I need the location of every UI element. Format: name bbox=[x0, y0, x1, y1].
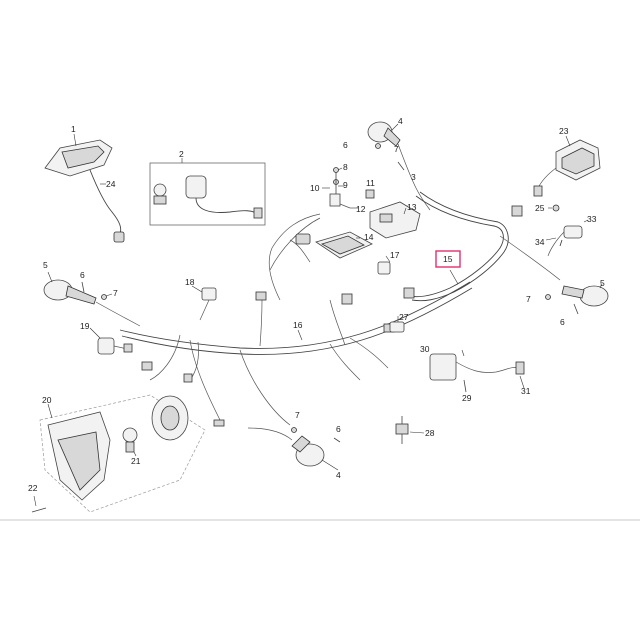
callout-3[interactable]: 3 bbox=[411, 172, 416, 182]
callout-15[interactable]: 15 bbox=[443, 254, 453, 264]
callout-16[interactable]: 16 bbox=[293, 320, 303, 330]
callout-23[interactable]: 23 bbox=[559, 126, 569, 136]
callout-9[interactable]: 9 bbox=[343, 180, 348, 190]
highlight-box bbox=[435, 250, 461, 268]
callout-6b[interactable]: 6 bbox=[80, 270, 85, 280]
callout-6c[interactable]: 6 bbox=[560, 317, 565, 327]
part-ecu[interactable] bbox=[369, 201, 421, 239]
part-turn-signal-rear-left[interactable] bbox=[247, 427, 341, 471]
callout-33[interactable]: 33 bbox=[587, 214, 597, 224]
part-instrument-cluster[interactable] bbox=[44, 133, 113, 177]
part-turn-signal-front-left[interactable] bbox=[43, 271, 141, 327]
part-connector-27[interactable] bbox=[389, 316, 405, 333]
callout-7c[interactable]: 7 bbox=[295, 410, 300, 420]
callout-7d[interactable]: 7 bbox=[394, 144, 399, 154]
part-fuse-holder[interactable] bbox=[268, 167, 375, 301]
callout-27[interactable]: 27 bbox=[399, 312, 409, 322]
callout-28[interactable]: 28 bbox=[425, 428, 435, 438]
part-sensor-28[interactable] bbox=[395, 416, 425, 444]
part-relay-17[interactable] bbox=[377, 255, 391, 275]
part-connector-18[interactable] bbox=[191, 285, 217, 321]
callout-6a[interactable]: 6 bbox=[343, 140, 348, 150]
part-flasher-relay[interactable] bbox=[89, 327, 133, 355]
callout-25[interactable]: 25 bbox=[535, 203, 545, 213]
part-bolt-25[interactable] bbox=[548, 204, 560, 212]
callout-18[interactable]: 18 bbox=[185, 277, 195, 287]
part-ignition-switch-box[interactable] bbox=[149, 158, 266, 226]
callout-34[interactable]: 34 bbox=[535, 237, 545, 247]
part-tail-light[interactable] bbox=[533, 135, 601, 197]
callout-6d[interactable]: 6 bbox=[336, 424, 341, 434]
callout-20[interactable]: 20 bbox=[42, 395, 52, 405]
callout-7b[interactable]: 7 bbox=[526, 294, 531, 304]
callout-30[interactable]: 30 bbox=[420, 344, 430, 354]
part-turn-signal-rear-right[interactable] bbox=[367, 121, 431, 211]
part-ignition-coil[interactable] bbox=[429, 349, 525, 393]
callout-1[interactable]: 1 bbox=[71, 124, 76, 134]
part-screw-left[interactable] bbox=[81, 281, 113, 300]
callout-13[interactable]: 13 bbox=[407, 202, 417, 212]
part-headlight-assembly[interactable] bbox=[39, 394, 206, 513]
part-license-light[interactable] bbox=[545, 219, 589, 257]
part-turn-signal-front-right[interactable] bbox=[545, 283, 609, 315]
callout-5b[interactable]: 5 bbox=[600, 278, 605, 288]
callout-4a[interactable]: 4 bbox=[398, 116, 403, 126]
part-headlight-cover[interactable] bbox=[151, 395, 189, 441]
part-headlight-bulb[interactable] bbox=[122, 427, 138, 457]
callout-5a[interactable]: 5 bbox=[43, 260, 48, 270]
callout-24[interactable]: 24 bbox=[106, 179, 116, 189]
callout-21[interactable]: 21 bbox=[131, 456, 141, 466]
callout-4b[interactable]: 4 bbox=[336, 470, 341, 480]
part-instrument-wire[interactable] bbox=[89, 169, 125, 243]
callout-17[interactable]: 17 bbox=[390, 250, 400, 260]
part-regulator[interactable] bbox=[295, 231, 373, 259]
callout-labels: 1 2 3 4 4 5 5 6 6 6 6 7 7 7 7 8 9 10 11 … bbox=[28, 116, 605, 493]
part-main-wiring-harness[interactable] bbox=[119, 217, 473, 427]
callout-7a[interactable]: 7 bbox=[113, 288, 118, 298]
callout-10[interactable]: 10 bbox=[310, 183, 320, 193]
part-headlight-screw[interactable] bbox=[31, 495, 47, 513]
callout-8[interactable]: 8 bbox=[343, 162, 348, 172]
callout-31[interactable]: 31 bbox=[521, 386, 531, 396]
callout-12[interactable]: 12 bbox=[356, 204, 366, 214]
callout-15-highlight[interactable]: 15 bbox=[435, 250, 461, 268]
part-rear-wiring-harness[interactable] bbox=[403, 191, 561, 302]
callout-14[interactable]: 14 bbox=[364, 232, 374, 242]
callout-19[interactable]: 19 bbox=[80, 321, 90, 331]
callout-22[interactable]: 22 bbox=[28, 483, 38, 493]
callout-2[interactable]: 2 bbox=[179, 149, 184, 159]
callout-29[interactable]: 29 bbox=[462, 393, 472, 403]
callout-11[interactable]: 11 bbox=[366, 178, 375, 188]
